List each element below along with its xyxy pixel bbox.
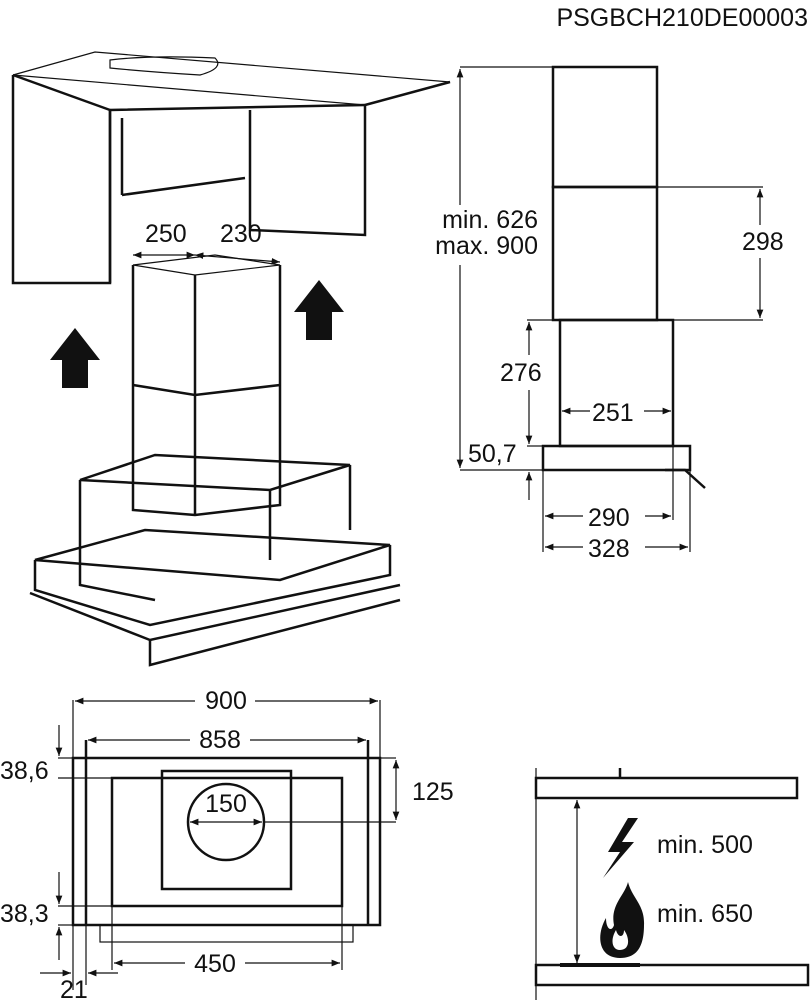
cooktop [534, 963, 810, 987]
gas-clearance: min. 650 [657, 900, 753, 928]
iso-width-b: 230 [220, 220, 262, 248]
hood-body [78, 453, 352, 602]
offset-bottom: 38,3 [0, 900, 49, 928]
filter-width: 450 [194, 950, 236, 978]
filter-area [110, 776, 344, 908]
lower-chimney-height: 276 [500, 359, 542, 387]
iso-view: 250 230 [11, 51, 451, 667]
clearance-view: min. 500 min. 650 [534, 768, 810, 1000]
flame-icon [600, 882, 645, 958]
iso-width-a: 250 [145, 220, 187, 248]
duct-diameter: 150 [205, 790, 247, 818]
motor-box [160, 769, 293, 891]
upper-chimney [551, 65, 659, 189]
document-code: PSGBCH210DE00003 [556, 4, 808, 32]
width-outer: 900 [205, 687, 247, 715]
offset-side: 21 [60, 976, 88, 1000]
chimney [131, 254, 282, 517]
lower-chimney [558, 318, 675, 448]
duct-offset: 125 [412, 778, 454, 806]
arrow-up-icon [294, 280, 344, 340]
offset-top: 38,6 [0, 757, 49, 785]
electric-clearance: min. 500 [657, 831, 753, 859]
height-max: max. 900 [435, 232, 538, 260]
height-min: min. 626 [442, 206, 538, 234]
wall-cabinet [11, 51, 451, 285]
hood-base [29, 528, 401, 667]
arrow-up-icon [50, 328, 100, 388]
hood-profile [541, 444, 692, 472]
lightning-icon [603, 818, 638, 878]
top-view: 900 858 38,6 38,3 21 150 125 450 [0, 687, 454, 1000]
upper-chimney-height: 298 [742, 228, 784, 256]
side-view: min. 626 max. 900 298 276 251 50,7 290 3… [435, 65, 784, 563]
hood-edge [534, 776, 799, 800]
width-inner: 858 [199, 726, 241, 754]
middle-chimney [551, 185, 659, 322]
depth-outer: 328 [588, 535, 630, 563]
hood-thickness: 50,7 [468, 440, 517, 468]
dimension-iso [133, 251, 281, 265]
depth-inner: 290 [588, 504, 630, 532]
chimney-width: 251 [592, 399, 634, 427]
